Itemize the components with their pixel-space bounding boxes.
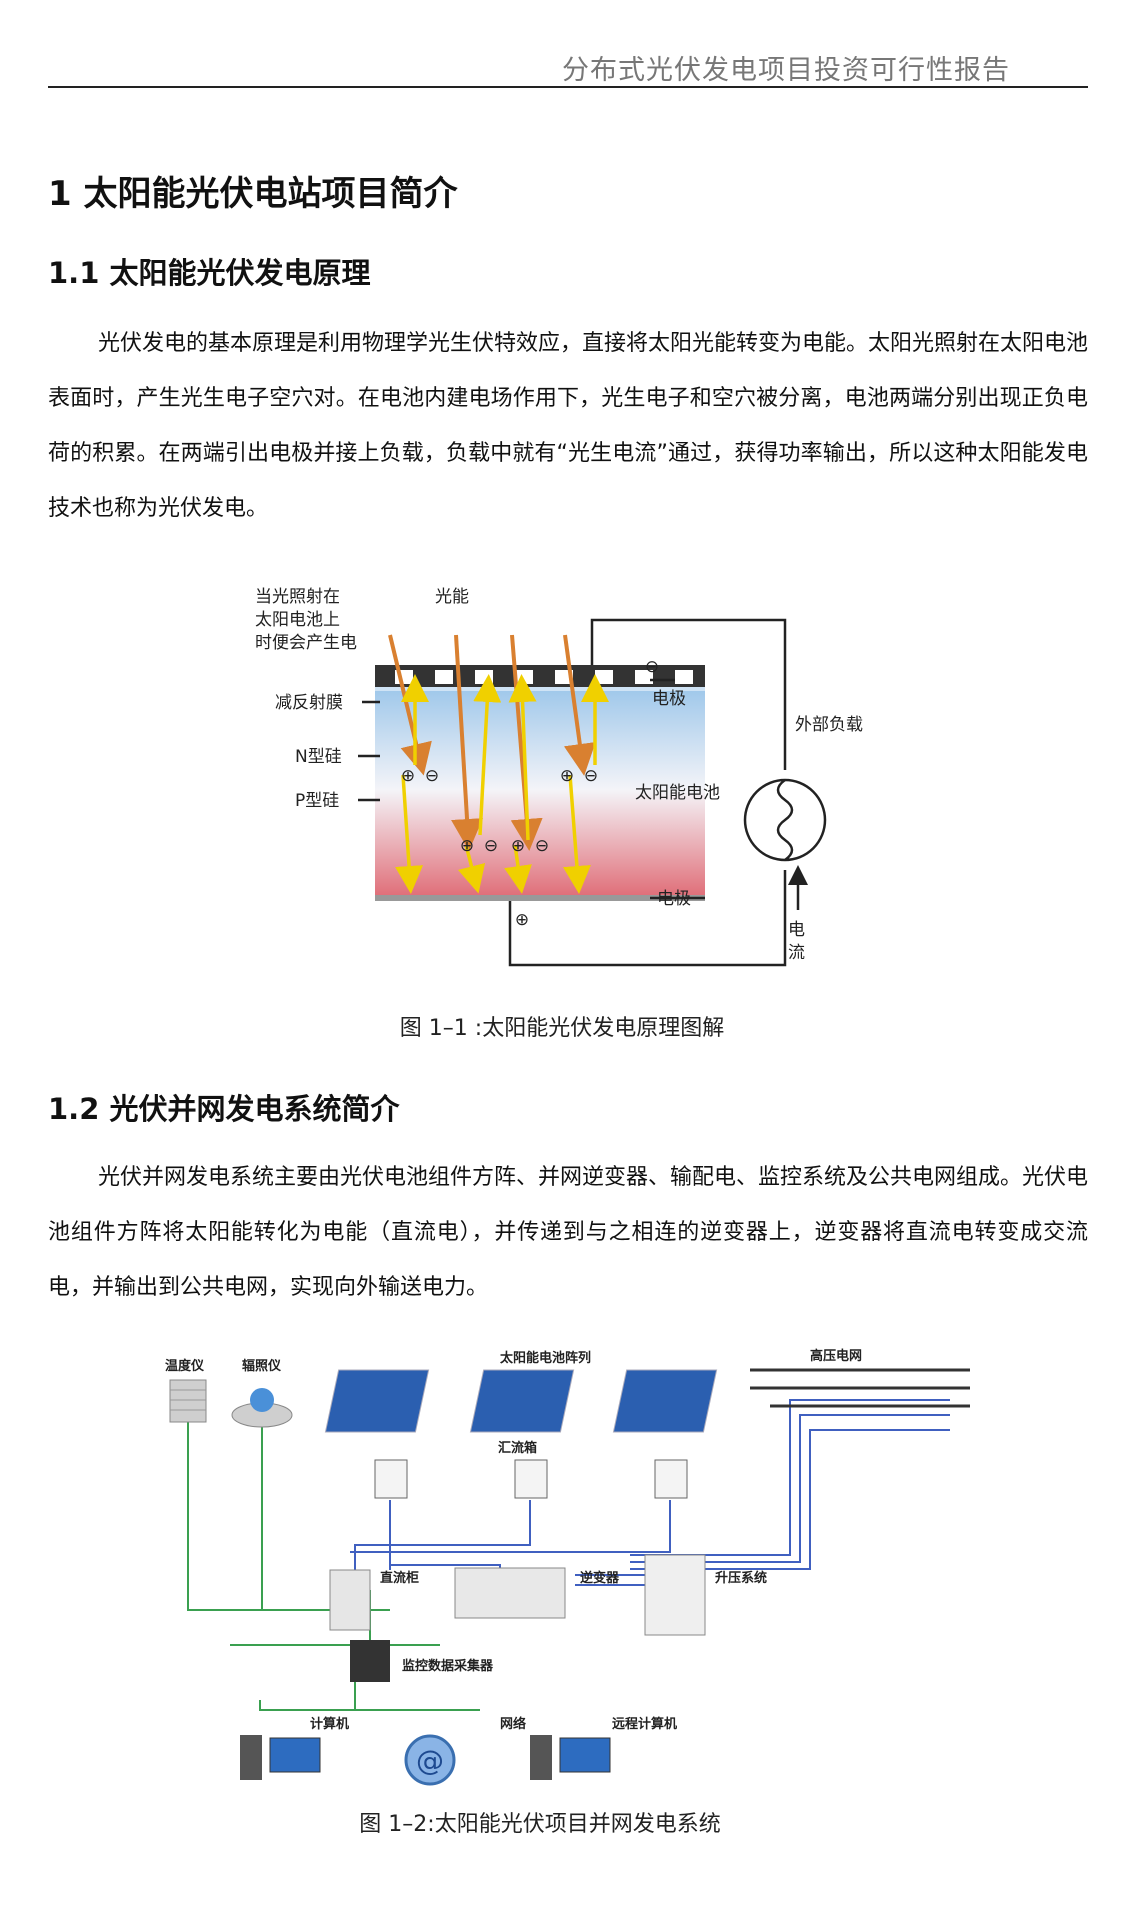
charge-minus: ⊖ — [484, 836, 498, 856]
inverter — [454, 1567, 566, 1619]
green-wire — [187, 1420, 390, 1611]
label-radiometer: 辐照仪 — [242, 1358, 282, 1374]
label-electrode-top: 电极 — [652, 689, 686, 709]
label-booster: 升压系统 — [715, 1570, 767, 1586]
remote-computer — [530, 1735, 611, 1780]
header-title: 分布式光伏发电项目投资可行性报告 — [562, 55, 1010, 86]
label-network: 网络 — [500, 1716, 526, 1732]
label-current-2: 流 — [788, 943, 805, 963]
thermometer-device — [169, 1379, 207, 1423]
combiner-box — [514, 1459, 548, 1499]
circuit-wire-top — [590, 618, 787, 770]
terminal-plus: ⊕ — [515, 910, 529, 930]
load-filament — [776, 778, 794, 862]
label-light-2: 太阳电池上 — [255, 610, 340, 630]
label-p-silicon: P型硅 — [295, 791, 339, 811]
charge-minus: ⊖ — [584, 766, 598, 786]
solar-panel — [469, 1369, 575, 1433]
label-energy: 光能 — [435, 587, 469, 607]
computer — [240, 1735, 321, 1780]
label-inverter: 逆变器 — [580, 1570, 620, 1586]
label-computer: 计算机 — [310, 1716, 349, 1732]
charge-minus: ⊖ — [425, 766, 439, 786]
figure2-caption: 图 1–2:太阳能光伏项目并网发电系统 — [359, 1812, 721, 1837]
monitor-collector — [350, 1640, 390, 1682]
solar-panel — [612, 1369, 718, 1433]
label-film: 减反射膜 — [275, 693, 343, 713]
bottom-electrode — [375, 895, 705, 901]
section-paragraph-1: 光伏发电的基本原理是利用物理学光生伏特效应，直接将太阳光能转变为电能。太阳光照射… — [48, 331, 1089, 521]
label-array: 太阳能电池阵列 — [499, 1350, 591, 1366]
label-current-1: 电 — [788, 920, 805, 940]
booster-system — [644, 1554, 706, 1636]
charge-plus: ⊕ — [560, 766, 574, 786]
radiometer-device — [231, 1388, 293, 1428]
combiner-box — [374, 1459, 408, 1499]
label-cell: 太阳能电池 — [635, 783, 720, 803]
label-dc-cabinet: 直流柜 — [380, 1570, 419, 1586]
figure1-caption: 图 1–1 :太阳能光伏发电原理图解 — [399, 1016, 725, 1041]
circuit-wire-bottom — [508, 870, 787, 967]
label-thermometer: 温度仪 — [165, 1358, 205, 1374]
charge-plus: ⊕ — [460, 836, 474, 856]
label-n-silicon: N型硅 — [295, 747, 342, 767]
label-combiner: 汇流箱 — [498, 1440, 537, 1456]
cell-body — [375, 685, 705, 895]
label-electrode-bottom: 电极 — [657, 889, 691, 909]
section-title-2: 1.2 光伏并网发电系统简介 — [48, 1092, 400, 1126]
label-remote: 远程计算机 — [612, 1716, 677, 1732]
label-light-1: 当光照射在 — [255, 587, 340, 607]
page-header: 分布式光伏发电项目投资可行性报告 — [48, 40, 1088, 88]
label-light-3: 时便会产生电 — [255, 633, 357, 653]
green-wire — [369, 1590, 440, 1646]
solar-panel — [324, 1369, 430, 1433]
section-title-1: 1.1 太阳能光伏发电原理 — [48, 256, 371, 290]
svg-text:@: @ — [416, 1744, 444, 1777]
charge-minus: ⊖ — [535, 836, 549, 856]
terminal-minus: ⊖ — [645, 657, 659, 677]
network-icon: @ — [404, 1734, 456, 1786]
label-load: 外部负载 — [795, 715, 863, 735]
dc-cabinet — [329, 1569, 371, 1631]
grid-system-diagram: @ 温度仪 辐照仪 太阳能电池阵列 高压电网 汇流箱 直流柜 逆变器 升压系统 … — [165, 1348, 970, 1786]
chapter-title: 1 太阳能光伏电站项目简介 — [48, 174, 458, 214]
section-paragraph-2: 光伏并网发电系统主要由光伏电池组件方阵、并网逆变器、输配电、监控系统及公共电网组… — [48, 1165, 1089, 1300]
label-monitor: 监控数据采集器 — [402, 1658, 494, 1674]
antireflection-film — [375, 687, 705, 691]
label-grid: 高压电网 — [810, 1348, 862, 1364]
combiner-box — [654, 1459, 688, 1499]
charge-plus: ⊕ — [401, 766, 415, 786]
pv-principle-diagram: ⊕ ⊖ ⊕ ⊖ ⊕ ⊖ ⊕ ⊖ ⊖ ⊕ 当光照射在 太阳电池上 时便会产生电 光… — [255, 587, 863, 967]
charge-plus: ⊕ — [511, 836, 525, 856]
